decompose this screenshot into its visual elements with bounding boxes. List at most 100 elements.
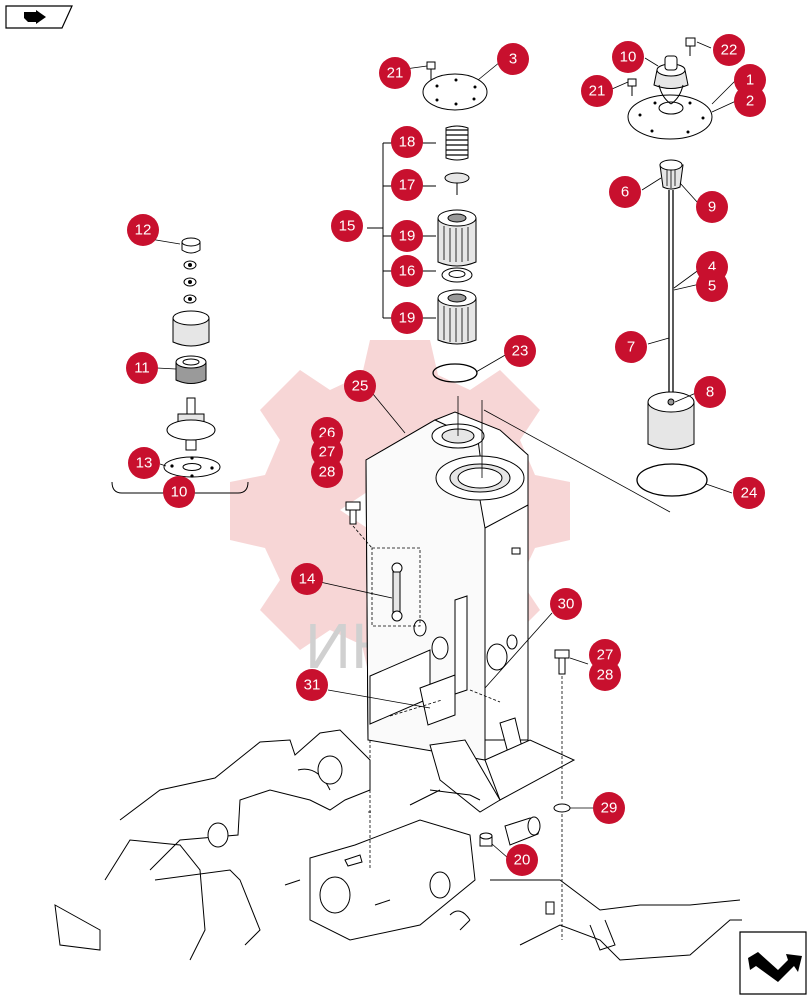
callout-10-breather[interactable]: 10 bbox=[163, 476, 195, 508]
svg-text:2: 2 bbox=[746, 93, 754, 110]
tank-mount-bolt-right bbox=[554, 649, 570, 800]
callout-29[interactable]: 29 bbox=[593, 792, 625, 824]
svg-text:3: 3 bbox=[509, 51, 517, 68]
svg-text:6: 6 bbox=[621, 184, 629, 201]
float-rod bbox=[659, 159, 684, 395]
callout-28-tank[interactable]: 28 bbox=[311, 456, 343, 488]
callout-28-bolt[interactable]: 28 bbox=[589, 659, 621, 691]
breather-base bbox=[166, 397, 216, 451]
breather-gasket bbox=[163, 456, 221, 478]
svg-text:23: 23 bbox=[512, 343, 529, 360]
svg-text:4: 4 bbox=[708, 259, 716, 276]
drain-hose bbox=[504, 816, 541, 846]
gauge-flange-plate bbox=[627, 94, 713, 140]
callout-21-filter[interactable]: 21 bbox=[379, 57, 411, 89]
filter-cover-plate bbox=[422, 73, 488, 111]
svg-text:27: 27 bbox=[597, 647, 614, 664]
callout-12[interactable]: 12 bbox=[127, 214, 159, 246]
flange-screw bbox=[627, 78, 637, 96]
callout-17[interactable]: 17 bbox=[391, 169, 423, 201]
filter-o-ring bbox=[432, 363, 478, 383]
svg-text:27: 27 bbox=[319, 444, 336, 461]
float bbox=[647, 391, 695, 450]
svg-text:28: 28 bbox=[319, 464, 336, 481]
breather-housing bbox=[172, 310, 210, 347]
filter-element-upper bbox=[437, 209, 477, 267]
filter-washer bbox=[441, 267, 473, 283]
svg-text:14: 14 bbox=[299, 571, 316, 588]
tank-spring-left bbox=[389, 699, 443, 717]
callout-14[interactable]: 14 bbox=[291, 563, 323, 595]
svg-text:10: 10 bbox=[620, 49, 637, 66]
svg-text:21: 21 bbox=[589, 83, 606, 100]
callout-31[interactable]: 31 bbox=[296, 669, 328, 701]
svg-text:24: 24 bbox=[741, 485, 758, 502]
callout-19-upper[interactable]: 19 bbox=[391, 220, 423, 252]
svg-text:19: 19 bbox=[399, 228, 416, 245]
svg-text:17: 17 bbox=[399, 177, 416, 194]
svg-text:18: 18 bbox=[399, 134, 416, 151]
svg-text:21: 21 bbox=[387, 65, 404, 82]
arrow-forward-icon[interactable] bbox=[738, 930, 808, 996]
svg-text:20: 20 bbox=[514, 852, 531, 869]
svg-text:8: 8 bbox=[706, 384, 714, 401]
tank-mount-bolt-left bbox=[345, 501, 373, 549]
svg-text:10: 10 bbox=[171, 484, 188, 501]
filter-element-lower bbox=[437, 289, 477, 345]
drain-plug bbox=[479, 832, 493, 847]
hydraulic-tank bbox=[365, 411, 576, 813]
filter-spring bbox=[445, 125, 469, 161]
callout-24[interactable]: 24 bbox=[733, 477, 765, 509]
callout-18[interactable]: 18 bbox=[391, 126, 423, 158]
bypass-valve bbox=[444, 172, 470, 195]
svg-text:30: 30 bbox=[558, 596, 575, 613]
sight-gauge bbox=[371, 547, 421, 627]
cover-screw bbox=[426, 61, 436, 80]
svg-text:9: 9 bbox=[708, 199, 716, 216]
svg-text:19: 19 bbox=[399, 310, 416, 327]
callout-5[interactable]: 5 bbox=[696, 270, 728, 302]
callout-13[interactable]: 13 bbox=[128, 447, 160, 479]
breather-nuts bbox=[183, 260, 197, 304]
callout-2[interactable]: 2 bbox=[734, 85, 766, 117]
callout-9[interactable]: 9 bbox=[696, 191, 728, 223]
svg-text:11: 11 bbox=[134, 360, 150, 377]
arrow-back-icon[interactable] bbox=[4, 4, 74, 30]
callout-22[interactable]: 22 bbox=[713, 34, 745, 66]
callout-11[interactable]: 11 bbox=[126, 352, 158, 384]
gauge-o-ring bbox=[636, 463, 708, 497]
machine-frame bbox=[54, 729, 742, 961]
level-sender bbox=[653, 55, 689, 105]
callout-25[interactable]: 25 bbox=[344, 370, 376, 402]
breather-element bbox=[175, 355, 207, 384]
callout-20[interactable]: 20 bbox=[506, 844, 538, 876]
svg-text:25: 25 bbox=[352, 378, 369, 395]
callout-7[interactable]: 7 bbox=[615, 331, 647, 363]
svg-text:15: 15 bbox=[339, 218, 356, 235]
callout-30[interactable]: 30 bbox=[550, 588, 582, 620]
callout-8[interactable]: 8 bbox=[694, 376, 726, 408]
svg-text:13: 13 bbox=[136, 455, 153, 472]
callout-23[interactable]: 23 bbox=[504, 335, 536, 367]
svg-text:29: 29 bbox=[601, 800, 618, 817]
sender-screw bbox=[685, 37, 696, 56]
callout-21-gauge[interactable]: 21 bbox=[581, 75, 613, 107]
callout-3[interactable]: 3 bbox=[497, 43, 529, 75]
leader-lines bbox=[143, 41, 737, 859]
callout-6[interactable]: 6 bbox=[609, 176, 641, 208]
svg-text:1: 1 bbox=[746, 72, 754, 89]
callout-15[interactable]: 15 bbox=[331, 210, 363, 242]
callout-19-lower[interactable]: 19 bbox=[391, 302, 423, 334]
callout-16[interactable]: 16 bbox=[391, 255, 423, 287]
bolt-washer bbox=[553, 803, 571, 813]
svg-text:7: 7 bbox=[627, 339, 635, 356]
breather-cap bbox=[181, 237, 201, 254]
svg-text:28: 28 bbox=[597, 667, 614, 684]
svg-text:16: 16 bbox=[399, 263, 416, 280]
svg-text:31: 31 bbox=[304, 677, 321, 694]
tank-spring-right bbox=[469, 689, 501, 703]
callout-10-gauge[interactable]: 10 bbox=[612, 41, 644, 73]
svg-text:5: 5 bbox=[708, 278, 716, 295]
svg-text:22: 22 bbox=[721, 42, 738, 59]
